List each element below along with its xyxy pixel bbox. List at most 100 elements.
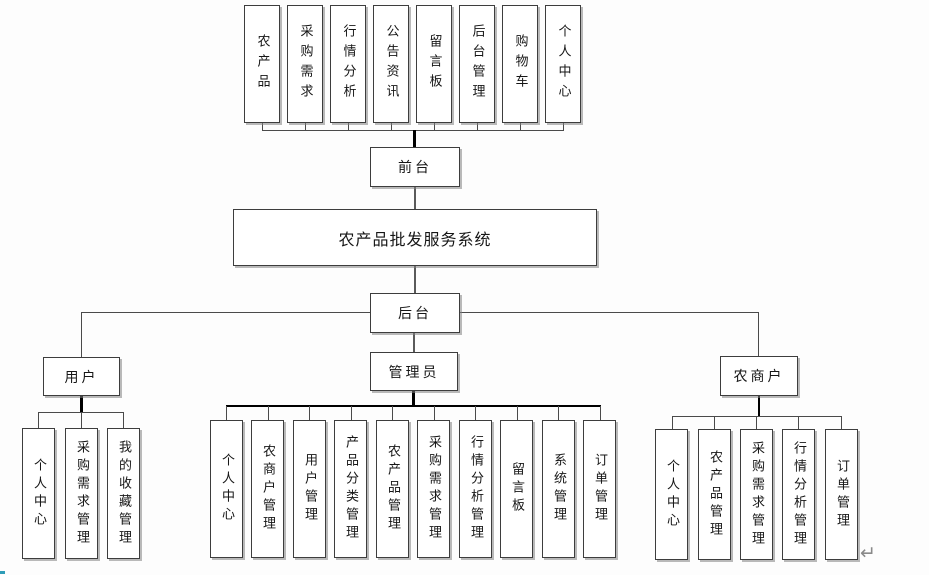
node-system-root: 农产品批发服务系统 [233,209,597,266]
node-admin-module: 留言板 [500,420,533,558]
node-role-admin: 管理员 [370,352,458,391]
connector [351,406,352,420]
node-front-module: 采购需求 [287,5,323,123]
node-admin-module: 农商户管理 [251,420,284,558]
node-label: 系统管理 [551,453,566,525]
connector [475,406,476,420]
connector [563,123,564,130]
connector [434,406,435,420]
node-back: 后台 [370,293,460,333]
connector [392,406,393,420]
node-label: 管理员 [388,364,440,381]
node-admin-module: 系统管理 [542,420,575,558]
node-label: 农产品管理 [385,444,400,534]
node-role-user: 用户 [43,357,120,396]
node-front-module: 行情分析 [330,5,366,123]
node-label: 我的收藏管理 [116,439,131,548]
return-mark: ↵ [860,542,876,564]
connector [756,416,757,429]
node-label: 行情分析管理 [791,440,806,549]
connector [558,406,559,420]
connector [477,123,478,130]
node-admin-module: 订单管理 [583,420,616,558]
node-admin-module: 产品分类管理 [334,420,367,558]
node-admin-module: 用户管理 [293,420,326,558]
connector [305,123,306,130]
node-merchant-module: 采购需求管理 [740,429,773,560]
node-label: 订单管理 [834,458,849,531]
connector [434,123,435,130]
connector-bus [672,416,842,417]
node-front-module: 个人中心 [545,5,581,123]
node-label: 行情分析 [340,24,356,104]
connector [391,123,392,130]
connector [226,406,227,420]
node-label: 后台管理 [469,24,485,104]
connector [672,416,673,429]
connector [348,123,349,130]
node-label: 公告资讯 [383,24,399,104]
node-admin-module: 农产品管理 [376,420,409,558]
node-front: 前台 [370,147,460,187]
system-title: 农产品批发服务系统 [338,229,492,249]
node-label: 后台 [398,306,432,322]
node-front-module: 购物车 [502,5,538,123]
connector [413,333,415,352]
node-front-module: 后台管理 [459,5,495,123]
connector [81,412,82,428]
node-merchant-module: 农产品管理 [698,429,731,560]
node-label: 农产品 [254,34,270,94]
connector [798,416,799,429]
node-label: 订单管理 [592,453,607,525]
connector-bus [226,405,601,407]
node-label: 用户管理 [302,453,317,525]
node-label: 采购需求管理 [426,435,441,543]
connector [414,187,416,209]
connector [123,412,124,428]
connector [758,312,759,356]
node-admin-module: 行情分析管理 [459,420,492,558]
node-label: 产品分类管理 [343,435,358,543]
node-label: 个人中心 [555,24,571,104]
node-label: 前台 [398,160,432,176]
connector [517,406,518,420]
node-label: 个人中心 [219,453,234,525]
node-label: 采购需求管理 [74,439,89,548]
node-label: 农商户 [733,369,785,385]
node-label: 个人中心 [664,458,679,531]
connector [714,416,715,429]
node-label: 农商户管理 [260,444,275,534]
node-label: 采购需求 [297,24,313,104]
node-label: 农产品管理 [707,449,722,540]
node-admin-module: 采购需求管理 [417,420,450,558]
connector [80,396,83,412]
node-front-module: 农产品 [244,5,280,123]
connector [413,130,416,147]
node-front-module: 公告资讯 [373,5,409,123]
cursor-artifact [0,571,5,574]
connector [414,266,416,293]
node-merchant-module: 行情分析管理 [782,429,815,560]
connector [460,312,758,313]
connector [268,406,269,420]
node-label: 留言板 [509,462,524,516]
node-label: 购物车 [512,34,528,94]
connector [38,412,39,428]
node-label: 用户 [64,369,99,386]
connector [309,406,310,420]
node-merchant-module: 个人中心 [655,429,688,560]
node-admin-module: 个人中心 [210,420,243,558]
node-front-module: 留言板 [416,5,452,123]
connector [758,396,760,416]
connector [81,312,82,357]
node-user-module: 我的收藏管理 [107,428,140,559]
connector [262,123,263,130]
node-label: 行情分析管理 [468,435,483,543]
node-label: 个人中心 [31,457,46,530]
node-user-module: 个人中心 [22,428,55,559]
connector [81,312,370,313]
node-label: 留言板 [426,34,442,94]
connector [600,406,601,420]
connector [841,416,842,429]
